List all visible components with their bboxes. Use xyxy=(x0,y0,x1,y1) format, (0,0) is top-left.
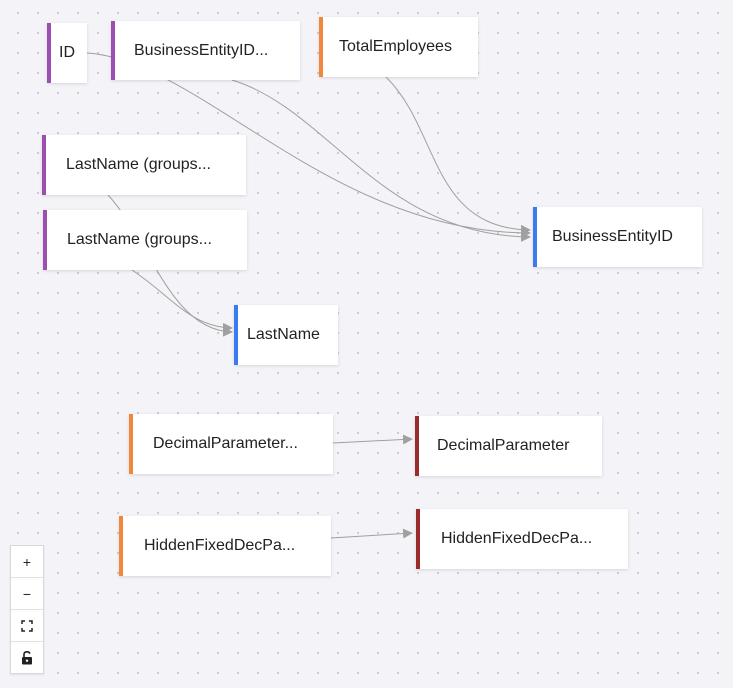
fit-view-icon xyxy=(21,619,33,632)
node-businessentityid[interactable]: BusinessEntityID xyxy=(533,207,702,267)
node-businessentityid-source[interactable]: BusinessEntityID... xyxy=(111,21,300,80)
node-label: DecimalParameter xyxy=(437,437,570,454)
lock-icon xyxy=(22,650,32,664)
node-label: LastName (groups... xyxy=(67,231,212,248)
node-label: HiddenFixedDecPa... xyxy=(441,530,593,547)
node-label: HiddenFixedDecPa... xyxy=(144,537,296,554)
node-label: BusinessEntityID xyxy=(552,228,673,245)
node-label: ID xyxy=(59,44,75,61)
minus-icon: − xyxy=(22,585,32,602)
node-lastname-groups-1[interactable]: LastName (groups... xyxy=(42,135,246,195)
node-label: LastName (groups... xyxy=(66,156,211,173)
node-totalemployees[interactable]: TotalEmployees xyxy=(319,17,478,77)
edge-lastname-g2-to-lastname xyxy=(131,269,233,333)
node-hiddenfixeddecpa-source[interactable]: HiddenFixedDecPa... xyxy=(119,516,331,576)
node-lastname-groups-2[interactable]: LastName (groups... xyxy=(43,210,247,270)
node-hiddenfixeddecpa[interactable]: HiddenFixedDecPa... xyxy=(416,509,628,569)
node-label: TotalEmployees xyxy=(339,38,452,55)
edge-businessentityid-src-to-businessentityid xyxy=(231,79,531,242)
toggle-lock-button[interactable] xyxy=(11,642,43,673)
fit-view-button[interactable] xyxy=(11,610,43,642)
node-label: DecimalParameter... xyxy=(153,435,298,452)
edge-hiddenfixeddecpa-src-to-hiddenfixeddecpa xyxy=(330,528,413,539)
node-id[interactable]: ID xyxy=(47,23,87,83)
zoom-in-button[interactable]: + xyxy=(11,546,43,578)
plus-icon: + xyxy=(22,553,32,570)
zoom-out-button[interactable]: − xyxy=(11,578,43,610)
diagram-controls: + − xyxy=(10,545,44,674)
node-decimalparameter[interactable]: DecimalParameter xyxy=(415,416,602,476)
edge-decimalparameter-src-to-decimalparameter xyxy=(332,434,413,445)
edge-totalemployees-to-businessentityid xyxy=(385,76,531,235)
node-label: LastName xyxy=(247,326,320,343)
node-decimalparameter-source[interactable]: DecimalParameter... xyxy=(129,414,333,474)
node-label: BusinessEntityID... xyxy=(134,41,269,59)
node-lastname[interactable]: LastName xyxy=(234,305,338,365)
